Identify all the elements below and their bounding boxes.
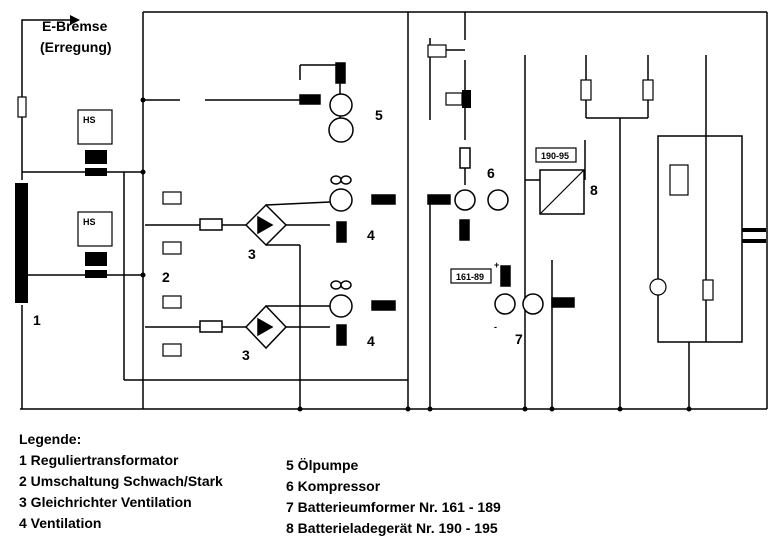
plus-sign: + [494, 260, 499, 270]
brake-arrow-icon [70, 15, 80, 25]
legend-item: 4 Ventilation [19, 515, 102, 531]
resistor-right [642, 79, 654, 101]
compressor-relay [427, 44, 447, 58]
legend-item: 5 Ölpumpe [286, 457, 359, 473]
switch-group [162, 191, 182, 357]
legend-item: 7 Batterieumformer Nr. 161 - 189 [286, 499, 501, 515]
label-4a: 4 [367, 227, 375, 243]
label-6: 6 [487, 165, 495, 181]
oil-pump [299, 62, 354, 143]
hs-relay-bottom [77, 211, 113, 278]
converter-number-label: 161-89 [456, 272, 484, 282]
resistor-frame [702, 279, 714, 301]
capacitor-right-2 [742, 239, 766, 243]
fan-motor-4a [329, 175, 396, 243]
legend-title: Legende: [19, 431, 82, 447]
legend-item: 1 Reguliertransformator [19, 452, 179, 468]
legend-item: 2 Umschaltung Schwach/Stark [19, 473, 223, 489]
converter-number-box [450, 268, 492, 284]
resistor-left [580, 79, 592, 101]
minus-sign: - [494, 322, 497, 332]
charger-number-box [535, 147, 577, 163]
label-2: 2 [162, 269, 170, 285]
legend-item: 3 Gleichrichter Ventilation [19, 494, 192, 510]
legend-item: 6 Kompressor [286, 478, 381, 494]
label-4b: 4 [367, 333, 375, 349]
legend-left: Legende: 1 Reguliertransformator 2 Umsch… [19, 429, 223, 534]
brake-label-line2: (Erregung) [40, 39, 112, 55]
fan-motor-4b [329, 280, 396, 346]
label-7: 7 [515, 331, 523, 347]
compressor [427, 147, 509, 241]
rectifier-3a [199, 203, 288, 247]
hs-label-bottom: HS [83, 217, 96, 227]
hs-relay-top [77, 109, 113, 176]
compressor-contact [445, 92, 463, 106]
legend-item: 8 Batterieladegerät Nr. 190 - 195 [286, 520, 498, 536]
capacitor-right-1 [742, 228, 766, 232]
label-8: 8 [590, 182, 598, 198]
frame-relay [669, 164, 689, 196]
brake-label-line1: E-Bremse [42, 18, 108, 34]
regulating-transformer [15, 183, 28, 303]
label-3b: 3 [242, 347, 250, 363]
frame-lamp [649, 278, 667, 296]
hs-label-top: HS [83, 115, 96, 125]
label-1: 1 [33, 312, 41, 328]
charger-number-label: 190-95 [541, 151, 569, 161]
label-5: 5 [375, 107, 383, 123]
legend-right: 5 Ölpumpe 6 Kompressor 7 Batterieumforme… [286, 455, 501, 539]
label-3a: 3 [248, 246, 256, 262]
battery-converter [494, 265, 575, 315]
compressor-contact-bar [462, 90, 471, 108]
fuse-symbol [17, 96, 27, 118]
rectifier-3b [199, 304, 288, 350]
